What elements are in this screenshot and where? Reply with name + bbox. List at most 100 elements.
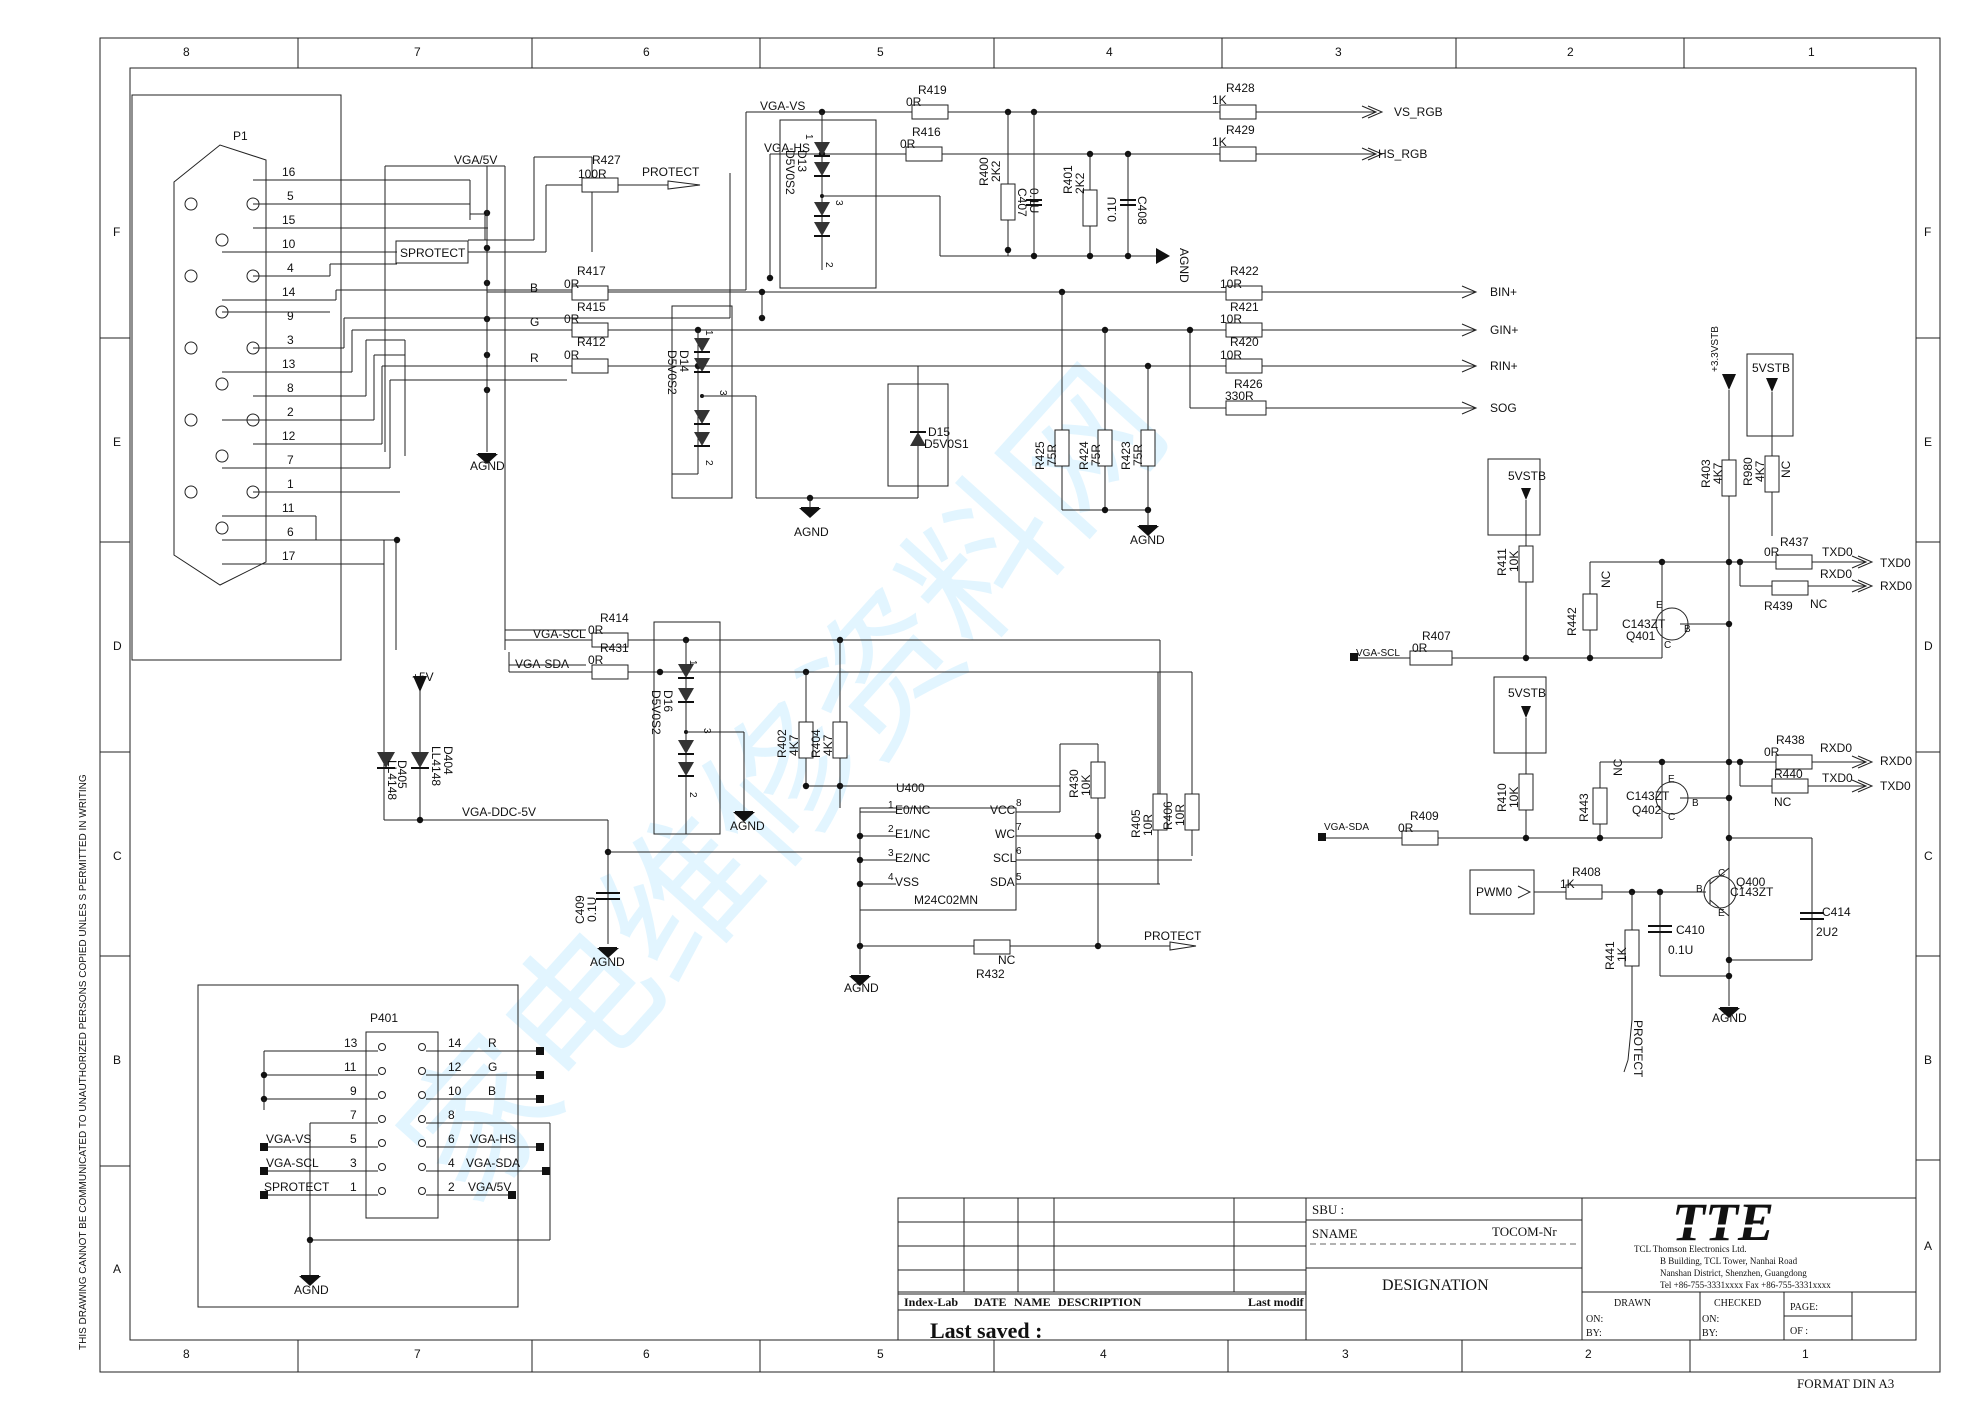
- svg-text:A: A: [1924, 1239, 1932, 1253]
- svg-text:PROTECT: PROTECT: [1144, 929, 1202, 943]
- svg-text:R416: R416: [912, 125, 941, 139]
- svg-text:C407: C407: [1015, 188, 1029, 217]
- svg-text:9: 9: [287, 309, 294, 323]
- header-p401: P401 13 11 9 7 5 3 1 14 12 10 8 6 4 2: [197, 984, 551, 1308]
- svg-text:NC: NC: [1599, 570, 1613, 588]
- svg-text:0R: 0R: [1764, 745, 1780, 759]
- svg-text:R429: R429: [1226, 123, 1255, 137]
- svg-text:D16: D16: [661, 690, 675, 712]
- svg-text:AGND: AGND: [1712, 1011, 1747, 1025]
- svg-text:TXD0: TXD0: [1822, 545, 1853, 559]
- svg-text:AGND: AGND: [730, 819, 765, 833]
- svg-text:R439: R439: [1764, 599, 1793, 613]
- svg-text:VGA-SCL: VGA-SCL: [266, 1156, 319, 1170]
- svg-text:14: 14: [282, 285, 296, 299]
- svg-text:D: D: [1924, 639, 1933, 653]
- diode-d16: AGND D16 D5V0S2 1 3 2: [649, 621, 765, 835]
- svg-text:AGND: AGND: [844, 981, 879, 995]
- format-label: FORMAT DIN A3: [1797, 1376, 1894, 1391]
- svg-text:6: 6: [643, 45, 650, 59]
- svg-text:5: 5: [1016, 872, 1022, 883]
- svg-text:R443: R443: [1577, 793, 1591, 822]
- svg-text:R424: R424: [1077, 441, 1091, 470]
- svg-text:C: C: [1924, 849, 1933, 863]
- svg-text:10K: 10K: [1507, 551, 1521, 572]
- rgb-lines: R417 0R B R415 0R G R412 0R R R422 10R R…: [487, 264, 1518, 416]
- svg-text:B: B: [1924, 1053, 1932, 1067]
- svg-text:1K: 1K: [1212, 93, 1227, 107]
- svg-text:VS_RGB: VS_RGB: [1394, 105, 1443, 119]
- svg-text:10: 10: [448, 1084, 462, 1098]
- svg-text:D405: D405: [395, 760, 409, 789]
- svg-text:RXD0: RXD0: [1820, 567, 1852, 581]
- svg-text:4K7: 4K7: [787, 734, 801, 756]
- svg-text:3: 3: [1335, 45, 1342, 59]
- svg-text:B: B: [1684, 624, 1691, 635]
- svg-text:R405: R405: [1129, 809, 1143, 838]
- svg-text:R407: R407: [1422, 629, 1451, 643]
- svg-text:R400: R400: [977, 157, 991, 186]
- svg-text:R414: R414: [600, 611, 629, 625]
- svg-text:11: 11: [344, 1060, 357, 1074]
- svg-text:R426: R426: [1234, 377, 1263, 391]
- svg-text:1: 1: [350, 1180, 357, 1194]
- svg-text:NC: NC: [1779, 460, 1793, 478]
- svg-text:AGND: AGND: [794, 525, 829, 539]
- diode-d15: D15 D5V0S1: [840, 366, 969, 499]
- svg-text:C143ZT: C143ZT: [1622, 617, 1666, 631]
- svg-text:E: E: [1924, 435, 1932, 449]
- eeprom-u400: U400 M24C02MN E0/NC E1/NC E2/NC VSS VCC …: [775, 640, 1202, 995]
- svg-text:0.1U: 0.1U: [1668, 943, 1693, 957]
- svg-text:4K7: 4K7: [821, 734, 835, 756]
- svg-text:2K2: 2K2: [1073, 172, 1087, 194]
- svg-text:R410: R410: [1495, 783, 1509, 812]
- svg-text:8: 8: [1016, 798, 1022, 809]
- svg-text:TXD0: TXD0: [1822, 771, 1853, 785]
- svg-text:4: 4: [1100, 1347, 1107, 1361]
- svg-text:10R: 10R: [1220, 348, 1242, 362]
- svg-text:B: B: [1696, 884, 1703, 895]
- svg-text:TXD0: TXD0: [1880, 779, 1911, 793]
- svg-text:F: F: [113, 225, 120, 239]
- svg-text:VGA-SDA: VGA-SDA: [1324, 822, 1369, 833]
- svg-text:NC: NC: [1611, 758, 1625, 776]
- svg-text:C414: C414: [1822, 905, 1851, 919]
- svg-text:3: 3: [701, 728, 712, 734]
- svg-text:8: 8: [287, 381, 294, 395]
- svg-text:0R: 0R: [1398, 821, 1414, 835]
- svg-text:D15: D15: [928, 425, 950, 439]
- svg-text:E2/NC: E2/NC: [895, 851, 931, 865]
- svg-text:1: 1: [687, 660, 698, 666]
- svg-text:ON:: ON:: [1702, 1314, 1719, 1325]
- svg-text:G: G: [488, 1060, 497, 1074]
- svg-text:6: 6: [448, 1132, 455, 1146]
- svg-text:NC: NC: [1774, 795, 1792, 809]
- svg-text:Nanshan District, Shenzhen, Gu: Nanshan District, Shenzhen, Guangdong: [1660, 1268, 1807, 1278]
- i2c-lines: VGA-SCL R414 0R VGA-SDA R431 0R: [505, 611, 1193, 884]
- svg-text:R404: R404: [809, 729, 823, 758]
- svg-text:4: 4: [888, 872, 894, 883]
- svg-text:7: 7: [414, 1347, 421, 1361]
- svg-text:TCL Thomson Electronics Ltd.: TCL Thomson Electronics Ltd.: [1634, 1244, 1746, 1254]
- svg-text:NC: NC: [1810, 597, 1828, 611]
- svg-text:5: 5: [877, 45, 884, 59]
- svg-text:2: 2: [1567, 45, 1574, 59]
- svg-text:R430: R430: [1067, 769, 1081, 798]
- svg-text:5: 5: [877, 1347, 884, 1361]
- svg-text:R411: R411: [1495, 548, 1509, 576]
- svg-text:2U2: 2U2: [1816, 925, 1838, 939]
- svg-text:C143ZT: C143ZT: [1730, 885, 1774, 899]
- svg-text:VGA-SDA: VGA-SDA: [515, 657, 569, 671]
- svg-text:GIN+: GIN+: [1490, 323, 1518, 337]
- frame-row-labels-left: F E D C B A: [113, 225, 122, 1276]
- svg-text:15: 15: [282, 213, 296, 227]
- svg-text:R417: R417: [577, 264, 606, 278]
- svg-text:4: 4: [448, 1156, 455, 1170]
- svg-text:VGA-SCL: VGA-SCL: [533, 627, 586, 641]
- svg-text:TXD0: TXD0: [1880, 556, 1911, 570]
- svg-text:R401: R401: [1061, 165, 1075, 194]
- svg-text:RXD0: RXD0: [1880, 579, 1912, 593]
- svg-text:B: B: [1692, 798, 1699, 809]
- svg-text:3: 3: [833, 200, 844, 206]
- svg-text:R422: R422: [1230, 264, 1259, 278]
